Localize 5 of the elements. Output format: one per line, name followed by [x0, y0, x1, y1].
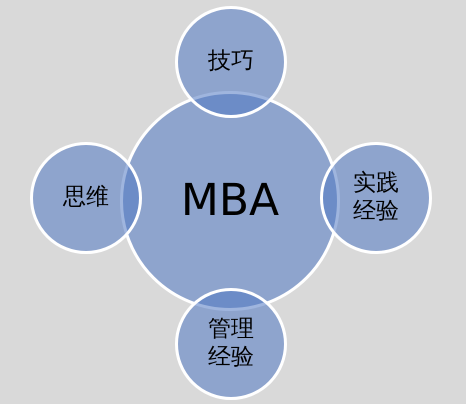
node-label: 技巧 [208, 48, 254, 76]
node-label: 实践经验 [352, 170, 400, 226]
node-label: MBA [180, 174, 280, 228]
node-label: 思维 [63, 184, 109, 212]
node-label: 管理经验 [206, 316, 255, 372]
